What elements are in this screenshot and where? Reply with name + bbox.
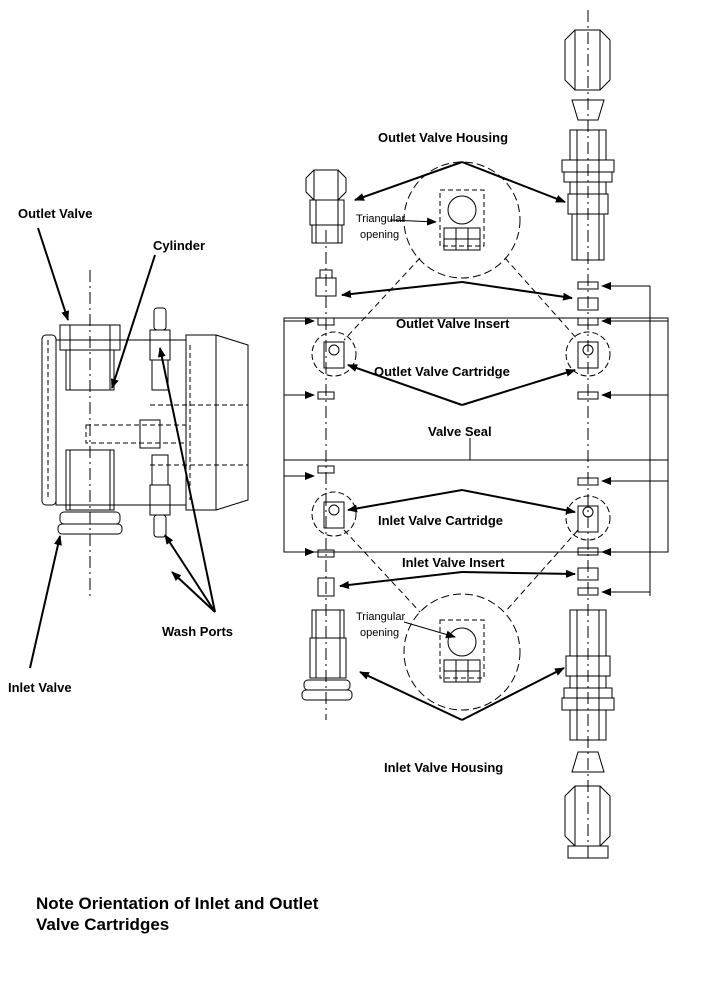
pump-head-assembly: [41, 270, 249, 600]
magnified-details: [343, 161, 579, 711]
label-valve-seal: Valve Seal: [428, 424, 492, 439]
label-inlet-valve: Inlet Valve: [8, 680, 72, 695]
label-wash-ports: Wash Ports: [162, 624, 233, 639]
label-outlet-valve-cartridge: Outlet Valve Cartridge: [374, 364, 510, 379]
label-outlet-valve: Outlet Valve: [18, 206, 92, 221]
label-triangular-outlet: Triangular: [356, 213, 405, 225]
label-inlet-valve-insert: Inlet Valve Insert: [402, 555, 505, 570]
label-inlet-valve-housing: Inlet Valve Housing: [384, 760, 503, 775]
orientation-note: Note Orientation of Inlet and Outlet Val…: [36, 893, 318, 935]
note-line-1: Note Orientation of Inlet and Outlet: [36, 894, 319, 913]
label-outlet-valve-housing: Outlet Valve Housing: [378, 130, 508, 145]
label-opening-inlet: opening: [360, 627, 399, 639]
label-triangular-inlet: Triangular: [356, 611, 405, 623]
label-cylinder: Cylinder: [153, 238, 205, 253]
right-exploded-column: [561, 10, 615, 860]
pointer-arrows: [29, 161, 576, 721]
label-opening-outlet: opening: [360, 229, 399, 241]
seal-brackets: [283, 282, 669, 596]
label-outlet-valve-insert: Outlet Valve Insert: [396, 316, 510, 331]
labels: Outlet Valve Cylinder Inlet Valve Wash P…: [8, 130, 510, 775]
note-line-2: Valve Cartridges: [36, 915, 170, 934]
label-inlet-valve-cartridge: Inlet Valve Cartridge: [378, 513, 503, 528]
left-exploded-column: [301, 169, 357, 720]
